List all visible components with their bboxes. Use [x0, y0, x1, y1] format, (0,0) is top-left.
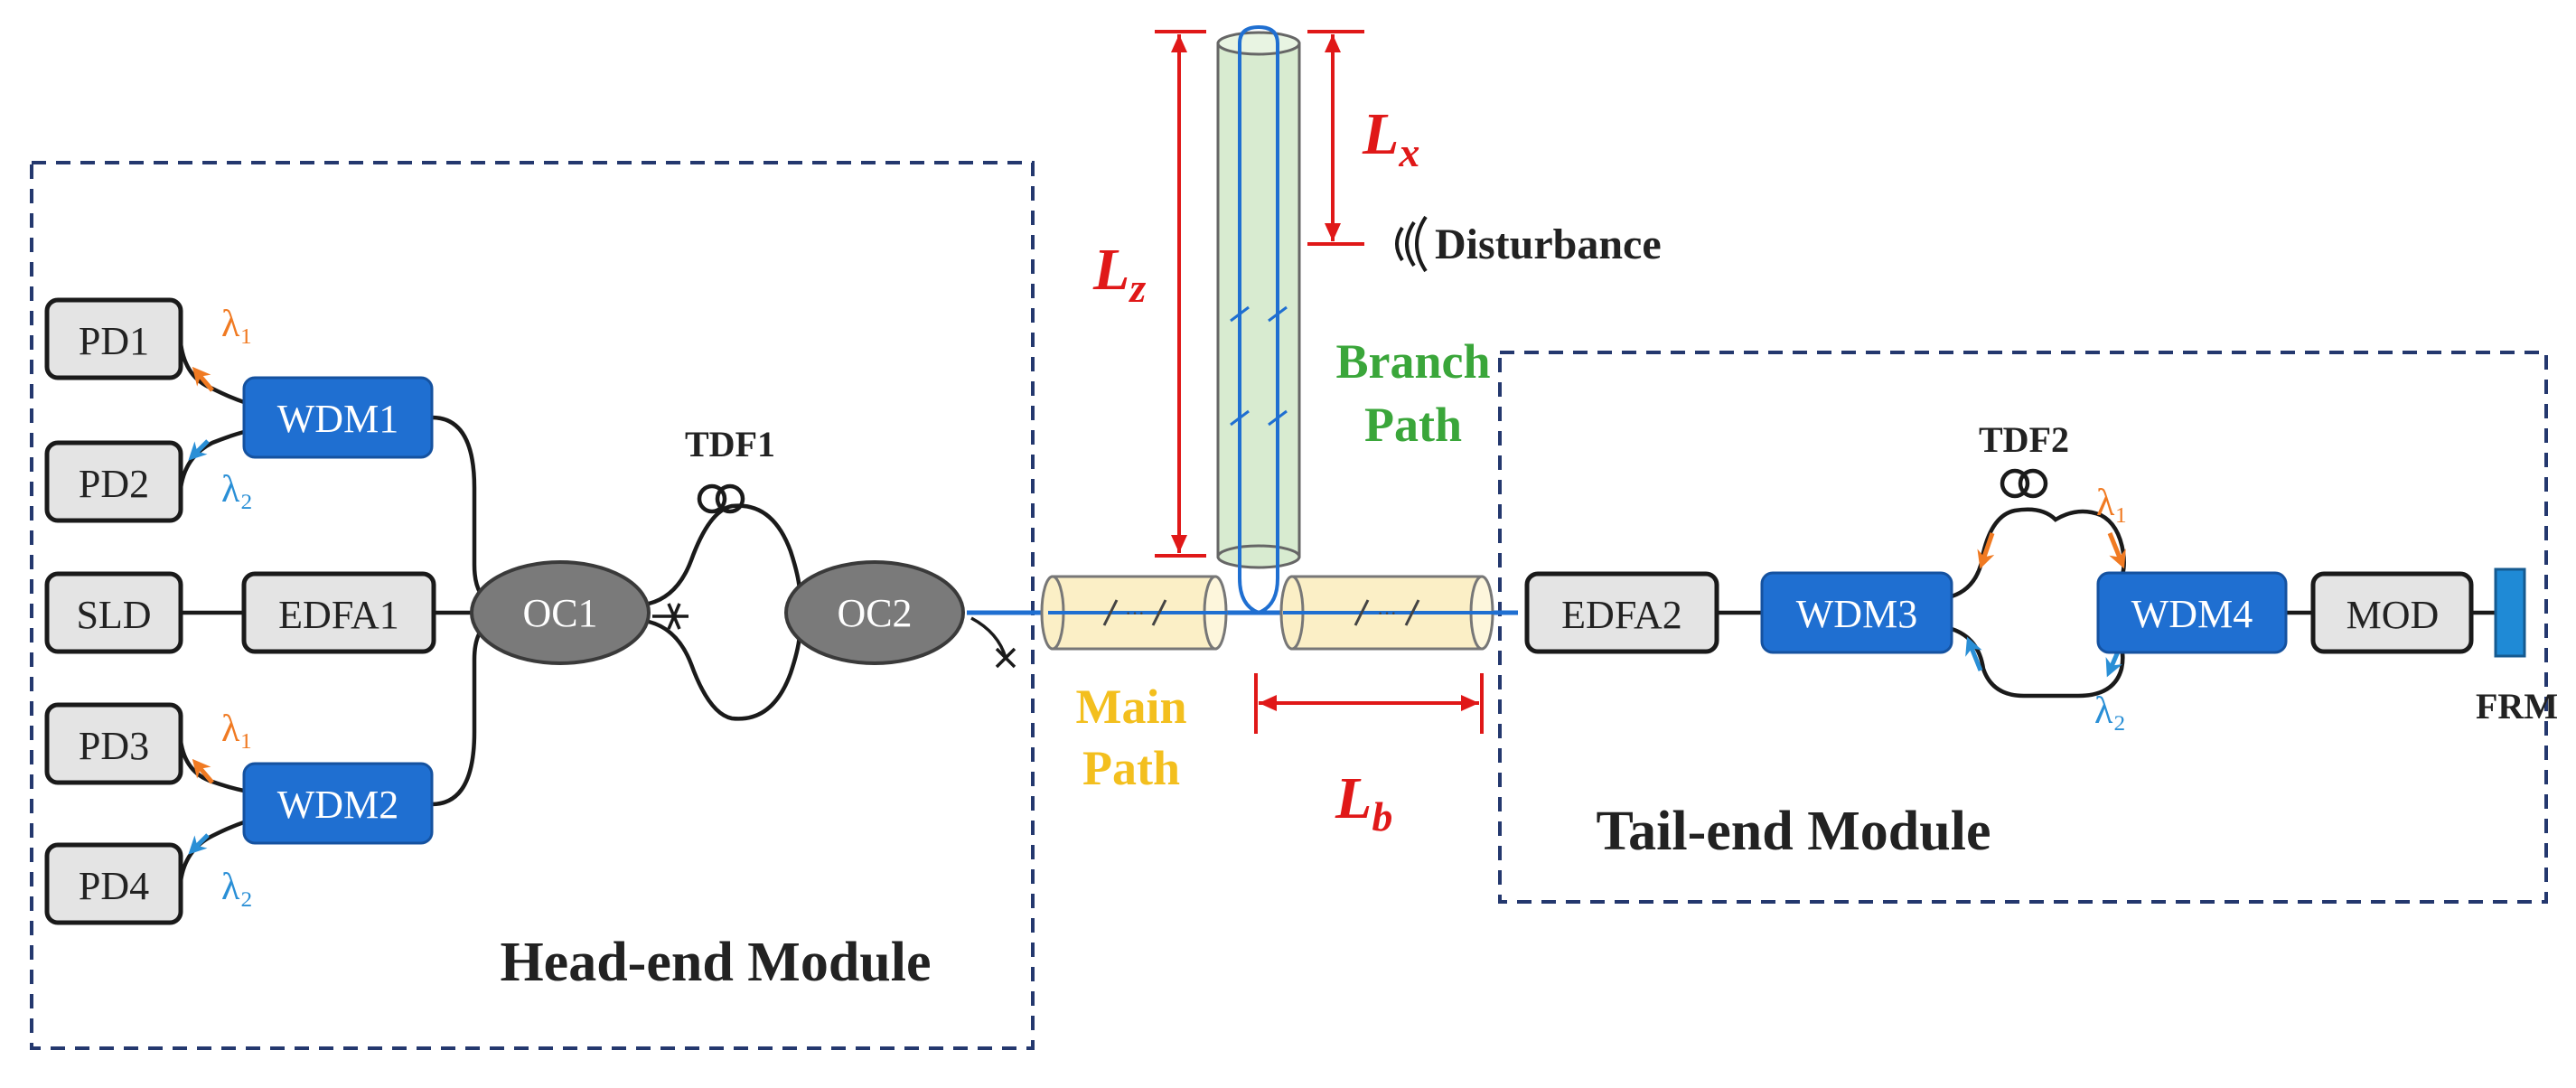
- pd1-box: [44, 297, 183, 380]
- oc2-termination: [970, 616, 1016, 669]
- lambda1-arrow-tdf2-left: [1977, 532, 1995, 569]
- pd4-box: [44, 842, 183, 925]
- wdm4-label: WDM4: [2131, 592, 2253, 636]
- oc1-termination: [652, 603, 688, 630]
- main-path-label-line2: Path: [1082, 741, 1180, 795]
- pd3-box: [44, 702, 183, 785]
- head-end-module-frame: [30, 161, 1035, 1050]
- lz-dimension: [1155, 30, 1206, 558]
- tdf1-label: TDF1: [685, 424, 775, 464]
- edfa1-box: [241, 571, 436, 654]
- lb-label: Lb: [1335, 765, 1392, 839]
- frm-label: FRM: [2476, 686, 2558, 727]
- wdm2-box: [242, 762, 434, 845]
- tail-end-module-frame: [1498, 351, 2548, 904]
- oc2-coupler: [784, 560, 965, 665]
- lb-dimension: [1254, 673, 1484, 734]
- svg-text:···: ···: [1377, 602, 1397, 624]
- oc1-label: OC1: [522, 591, 597, 635]
- wdm3-label: WDM3: [1796, 592, 1917, 636]
- lambda1-label-tdf2: λ₁: [2096, 483, 2128, 524]
- edfa2-label: EDFA2: [1561, 593, 1682, 637]
- edfa1-label: EDFA1: [278, 593, 399, 637]
- head-end-module-title: Head-end Module: [500, 932, 931, 993]
- lambda2-arrow-tdf2-left: [1965, 636, 1983, 671]
- lambda1-arrow-wdm1: [192, 366, 214, 392]
- pd2-box: [44, 440, 183, 523]
- svg-text:···: ···: [1125, 602, 1145, 624]
- wdm3-box: [1760, 571, 1953, 654]
- edfa2-box: [1524, 571, 1719, 654]
- disturbance-wave-icon: [1395, 215, 1428, 273]
- tdf2-label: TDF2: [1979, 419, 2069, 460]
- wdm1-label: WDM1: [277, 397, 398, 441]
- pd4-label: PD4: [79, 864, 149, 908]
- pd3-label: PD3: [79, 724, 149, 768]
- main-path-tube-right: ···: [1279, 575, 1500, 651]
- oc1-coupler: [470, 560, 651, 665]
- mod-label: MOD: [2347, 593, 2440, 637]
- lx-dimension: [1307, 30, 1364, 246]
- tail-end-module-title: Tail-end Module: [1597, 801, 1991, 862]
- pd2-label: PD2: [79, 462, 149, 506]
- lambda1-arrow-wdm2: [192, 758, 214, 784]
- main-path-tube-left: ···: [1040, 575, 1228, 651]
- wdm2-label: WDM2: [277, 783, 398, 827]
- lambda2-label-tdf2: λ₂: [2094, 690, 2126, 732]
- sld-box: [44, 571, 183, 654]
- lz-label: Lz: [1092, 237, 1146, 311]
- branch-path-label-line1: Branch: [1335, 334, 1490, 389]
- lambda2-label-wdm2: λ₂: [221, 867, 253, 908]
- main-path-label-line1: Main: [1075, 680, 1186, 734]
- branch-path-tube: [1216, 24, 1301, 615]
- lambda1-label-wdm1: λ₁: [221, 304, 253, 345]
- pd1-label: PD1: [79, 319, 149, 363]
- branch-path-label-line2: Path: [1364, 398, 1462, 452]
- wdm1-box: [242, 376, 434, 459]
- lambda2-label-wdm1: λ₂: [221, 469, 253, 511]
- wdm4-box: [2096, 571, 2288, 654]
- lambda2-arrow-wdm2: [188, 833, 210, 855]
- head-end-fibers: [178, 342, 802, 882]
- lambda2-arrow-wdm1: [188, 439, 210, 461]
- frm-mirror: [2494, 567, 2526, 658]
- disturbance-label: Disturbance: [1435, 220, 1662, 268]
- oc2-label: OC2: [837, 591, 912, 635]
- sld-label: SLD: [76, 593, 151, 637]
- lambda1-arrow-tdf2-right: [2107, 532, 2126, 569]
- lambda1-label-wdm2: λ₁: [221, 708, 253, 750]
- lx-label: Lx: [1362, 101, 1419, 175]
- mod-box: [2310, 571, 2474, 654]
